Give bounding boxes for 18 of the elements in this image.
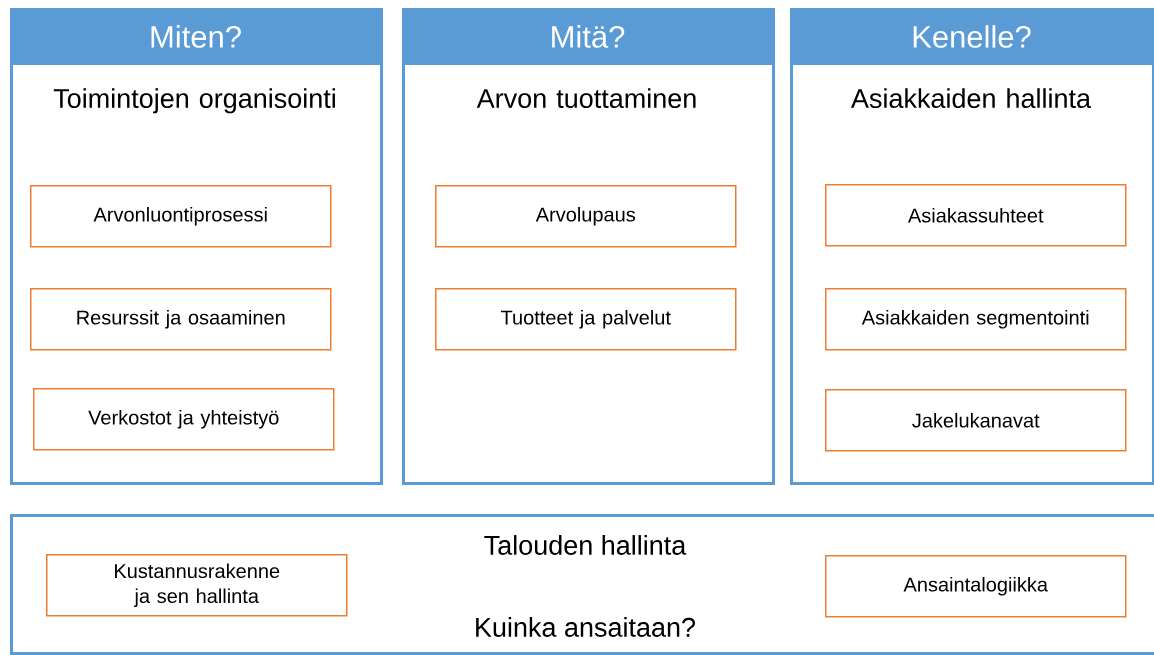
panel-heading: Asiakkaiden hallinta [851, 88, 1091, 109]
text-box: Ansaintalogiikka [825, 555, 1127, 618]
text-box: Asiakassuhteet [825, 184, 1127, 247]
text-box: Arvonluontiprosessi [30, 185, 332, 248]
header-band: Mitä? [402, 8, 773, 65]
panel-heading: Arvon tuottaminen [476, 88, 696, 109]
header-band: Kenelle? [790, 8, 1153, 65]
text-box: Jakelukanavat [825, 389, 1127, 452]
text-box: Kustannusrakenne ja sen hallinta [46, 554, 348, 617]
panel-heading: Toimintojen organisointi [53, 88, 335, 114]
text-box: Asiakkaiden segmentointi [825, 288, 1127, 351]
text-box: Resurssit ja osaaminen [30, 288, 332, 351]
text-box: Tuotteet ja palvelut [435, 288, 737, 351]
panel-heading: Talouden hallinta [484, 535, 687, 555]
panel-heading: Kuinka ansaitaan? [476, 617, 696, 637]
text-box: Verkostot ja yhteistyö [33, 388, 335, 451]
header-band: Miten? [10, 8, 381, 65]
text-box: Arvolupaus [435, 185, 737, 248]
